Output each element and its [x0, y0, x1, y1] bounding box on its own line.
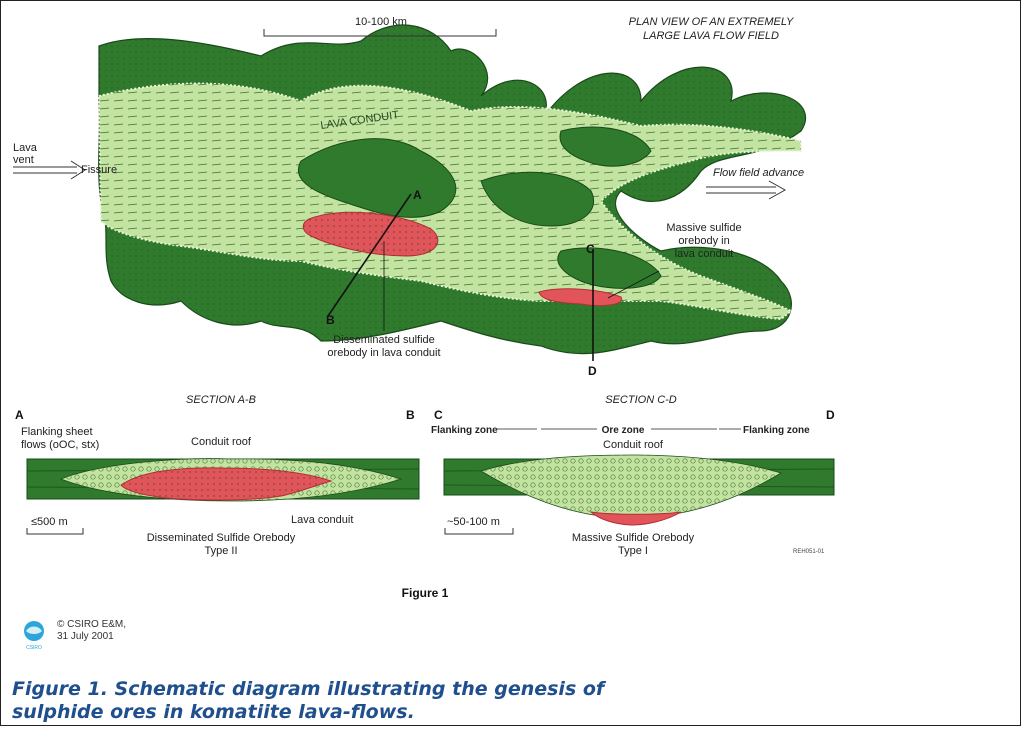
section-ab-right: B [406, 408, 415, 422]
ore-zone: Ore zone [602, 425, 645, 436]
copyright-2: 31 July 2001 [57, 631, 114, 642]
orebody-cd-1: Massive Sulfide Orebody [572, 532, 695, 544]
copyright-1: © CSIRO E&M, [57, 619, 126, 630]
orebody-ab-2: Type II [204, 545, 237, 557]
section-cd-title: SECTION C-D [605, 394, 677, 406]
section-ab-title: SECTION A-B [186, 394, 256, 406]
point-d-plan: D [588, 364, 597, 378]
lava-conduit-ab: Lava conduit [291, 514, 353, 526]
plan-title-1: PLAN VIEW OF AN EXTREMELY [629, 16, 794, 28]
flanking-sheet-2: flows (oOC, stx) [21, 439, 99, 451]
section-ab-left: A [15, 408, 24, 422]
orebody-ab-1: Disseminated Sulfide Orebody [147, 532, 296, 544]
section-ab: SECTION A-B A B Flanking sheet flows (oO… [15, 394, 419, 557]
fissure-label: Fissure [81, 164, 117, 176]
scale-bar-ab [27, 528, 83, 534]
section-cd-left: C [434, 408, 443, 422]
conduit-roof-ab: Conduit roof [191, 436, 252, 448]
point-b-plan: B [326, 313, 335, 327]
point-a-plan: A [413, 188, 422, 202]
point-c-plan: C [586, 242, 595, 256]
section-cd-orebody [591, 512, 681, 525]
scale-cd-label: ~50-100 m [447, 516, 500, 528]
disseminated-label-1: Disseminated sulfide [333, 334, 435, 346]
massive-label-1: Massive sulfide [666, 222, 741, 234]
scale-bar-cd [445, 528, 513, 534]
flanking-zone-left: Flanking zone [431, 425, 498, 436]
logo-text: CSIRO [26, 645, 42, 651]
scale-bar-label: 10-100 km [355, 16, 407, 28]
csiro-logo: CSIRO [24, 621, 44, 651]
figure-caption: Figure 1. Schematic diagram illustrating… [12, 678, 772, 724]
flow-field-advance-label: Flow field advance [713, 167, 804, 179]
massive-label-2: orebody in [678, 235, 729, 247]
massive-label-3: lava conduit [675, 248, 734, 260]
flanking-zone-right: Flanking zone [743, 425, 810, 436]
flow-advance-arrow [706, 181, 785, 199]
section-cd-right: D [826, 408, 835, 422]
plan-view: 10-100 km PLAN VIEW OF AN EXTREMELY LARG… [13, 16, 806, 378]
orebody-cd-2: Type I [618, 545, 648, 557]
conduit-roof-cd: Conduit roof [603, 439, 664, 451]
plan-title-2: LARGE LAVA FLOW FIELD [643, 30, 779, 42]
figure-label: Figure 1 [402, 586, 449, 600]
flanking-sheet-1: Flanking sheet [21, 426, 93, 438]
ref-code: REH051-01 [793, 549, 825, 555]
lava-vent-label-2: vent [13, 154, 34, 166]
disseminated-label-2: orebody in lava conduit [327, 347, 440, 359]
scale-ab-label: ≤500 m [31, 516, 68, 528]
caption-line-1: Figure 1. Schematic diagram illustrating… [12, 678, 604, 700]
lava-vent-label-1: Lava [13, 142, 38, 154]
section-cd: SECTION C-D C D Flanking zone Ore zone F… [431, 394, 835, 557]
caption-line-2: sulphide ores in komatiite lava-flows. [12, 701, 415, 723]
